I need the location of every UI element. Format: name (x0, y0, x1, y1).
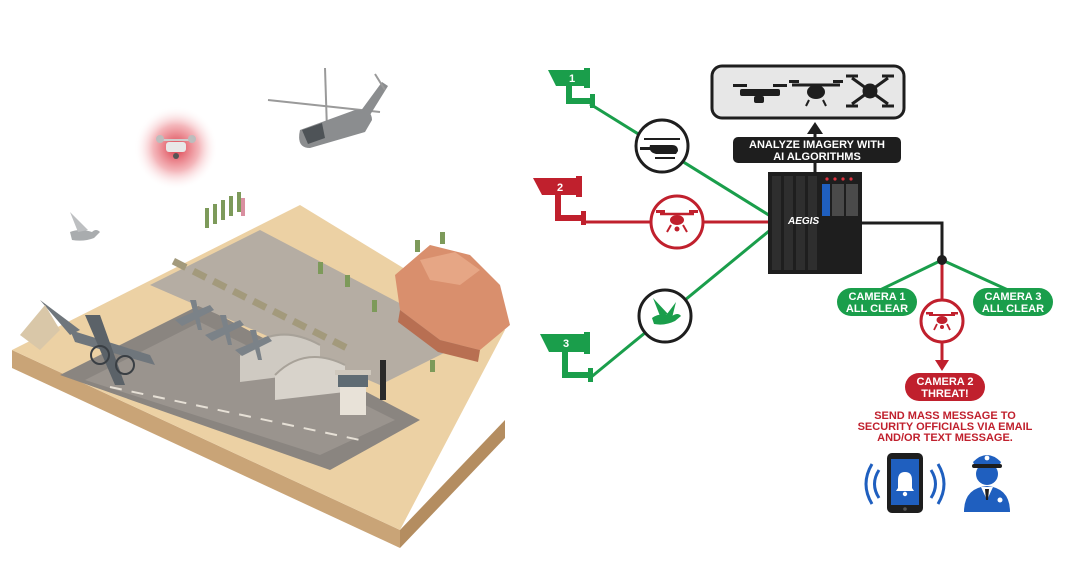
camera-3-result-line1: CAMERA 3 (984, 291, 1041, 303)
camera-2-result-line2: THREAT! (921, 388, 968, 400)
detection-bird (637, 288, 693, 344)
camera-1-result-badge: CAMERA 1 ALL CLEAR (837, 288, 917, 316)
phone-alert-icon (864, 453, 946, 513)
alert-message: SEND MASS MESSAGE TO SECURITY OFFICIALS … (858, 410, 1033, 444)
camera-3-result-badge: CAMERA 3 ALL CLEAR (973, 288, 1053, 316)
camera-1: 1 (548, 68, 595, 108)
camera-3-result-line2: ALL CLEAR (982, 303, 1044, 315)
detection-helicopter (634, 118, 690, 174)
bird-icon (652, 298, 681, 325)
analyze-label-line2: AI ALGORITHMS (773, 151, 861, 163)
drone-icon (926, 312, 958, 331)
camera-3: 3 (540, 332, 593, 382)
camera-2-result-line1: CAMERA 2 (916, 376, 973, 388)
drone-type-icon (789, 80, 843, 107)
alert-message-line2: SECURITY OFFICIALS VIA EMAIL (858, 421, 1033, 433)
helicopter-icon (640, 138, 680, 159)
security-officer-icon (964, 455, 1010, 512)
detection-drone (649, 194, 705, 250)
ai-server: AEGIS (768, 172, 862, 274)
parked-jets (175, 300, 272, 360)
bird-illustration (70, 212, 100, 241)
server-brand: AEGIS (787, 216, 819, 227)
camera-1-result-line1: CAMERA 1 (848, 291, 905, 303)
analyze-label-line1: ANALYZE IMAGERY WITH (749, 139, 885, 151)
control-tower (335, 360, 386, 415)
threat-drone-marker (919, 298, 965, 344)
camera-2: 2 (533, 176, 586, 225)
drone-type-icon (733, 84, 787, 103)
helicopter-illustration (267, 67, 388, 148)
rock-formation (395, 245, 510, 362)
transport-aircraft (40, 300, 155, 385)
alert-message-line3: AND/OR TEXT MESSAGE. (877, 432, 1013, 444)
airbase-illustration (12, 192, 510, 548)
camera-2-result-badge: CAMERA 2 THREAT! (905, 373, 985, 401)
drone-type-icon (846, 74, 894, 108)
analyze-label: ANALYZE IMAGERY WITH AI ALGORITHMS (733, 137, 901, 163)
drone-icon (656, 210, 698, 233)
camera-1-result-line2: ALL CLEAR (846, 303, 908, 315)
camera-2-number: 2 (557, 182, 563, 194)
drone-types-panel (710, 64, 906, 120)
vehicle-rows (171, 258, 348, 351)
connection-lines (583, 102, 1009, 380)
camera-1-number: 1 (569, 73, 575, 85)
rogue-drone (134, 106, 218, 190)
alert-message-line1: SEND MASS MESSAGE TO (874, 410, 1016, 422)
camera-3-number: 3 (563, 338, 569, 350)
trees (205, 192, 445, 372)
